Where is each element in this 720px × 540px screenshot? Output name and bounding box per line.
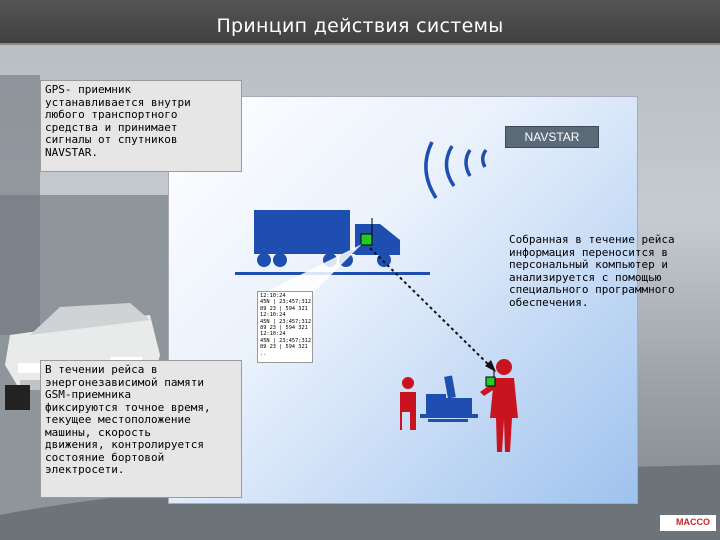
note-line: движения, контролируется	[45, 438, 204, 451]
signal-waves-icon	[424, 141, 488, 199]
navstar-label: NAVSTAR	[505, 126, 599, 148]
arrow-head-icon	[485, 360, 496, 372]
company-logo	[660, 515, 716, 531]
log-line: 12:10:24	[260, 293, 286, 299]
note-line: любого транспортного	[45, 108, 178, 121]
projection-beam	[262, 244, 362, 294]
note-line: информация переносится в	[509, 245, 668, 259]
note-line: машины, скорость	[45, 425, 151, 439]
log-line: 89 23 | 594 321	[260, 344, 308, 351]
note-line: фиксируются точное время,	[45, 400, 211, 414]
note-line: средства и принимает	[45, 120, 178, 134]
note-line: устанавливается внутри	[45, 95, 191, 109]
logo-text: MACCO	[676, 517, 710, 527]
computer-workstation-icon	[400, 375, 478, 430]
note-line: анализируется с помощью	[509, 270, 662, 284]
gps-device-icon	[360, 218, 373, 246]
monitor-icon	[426, 394, 446, 416]
gps-receiver-note: GPS- приемник устанавливается внутри люб…	[40, 80, 242, 172]
log-line: 89 23 | 594 321	[260, 325, 308, 332]
note-line: текущее местоположение	[45, 413, 191, 426]
log-line: 89 23 | 594 321	[260, 305, 308, 312]
car-headlight-left	[18, 363, 50, 373]
note-line: специального программного	[509, 283, 675, 296]
header-divider	[0, 43, 720, 45]
log-line: ..	[260, 350, 267, 357]
desk-icon	[420, 414, 478, 418]
note-line: Собранная в течение рейса	[509, 233, 675, 246]
log-line: 45N | 23;457;312	[260, 337, 312, 344]
car-wheel-left	[5, 385, 30, 410]
log-line: 12:10:24	[260, 331, 286, 338]
log-line: 12:10:24	[260, 312, 286, 319]
note-line: электросети.	[45, 463, 125, 476]
header-bar	[0, 0, 720, 45]
page-title: Принцип действия системы	[216, 15, 504, 37]
log-line: 45N | 23;457;312	[260, 318, 312, 325]
person-icon	[480, 359, 518, 452]
note-line: энергонезависимой памяти	[45, 375, 204, 389]
note-line: В течении рейса в	[45, 363, 158, 376]
computer-note: Собранная в течение рейса информация пер…	[505, 231, 717, 326]
diagram-panel	[168, 96, 638, 504]
log-line: 45N | 23;457;312	[260, 299, 312, 306]
note-line: обеспечения.	[509, 295, 589, 309]
note-line: состояние бортовой	[45, 450, 165, 464]
data-transfer-line	[369, 247, 493, 369]
log-data-box: 12:10:24 45N | 23;457;312 89 23 | 594 32…	[257, 291, 313, 363]
memory-note: В течении рейса в энергонезависимой памя…	[40, 360, 242, 498]
car-windshield	[30, 303, 150, 335]
note-line: персональный компьютер и	[509, 258, 668, 271]
note-line: сигналы от спутников	[45, 133, 178, 146]
handheld-gps-icon	[485, 368, 496, 387]
note-line: GPS- приемник	[45, 83, 132, 96]
note-line: NAVSTAR.	[45, 145, 98, 159]
note-line: GSM-приемника	[45, 388, 132, 401]
